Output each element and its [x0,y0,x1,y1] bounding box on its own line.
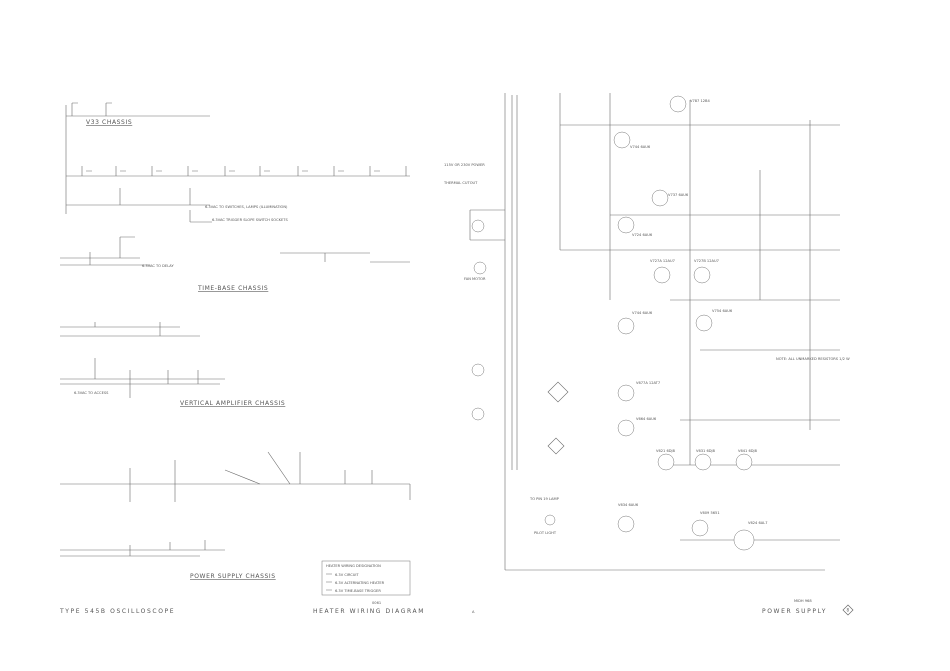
note-pin19: TO PIN 19 LAMP [529,497,560,501]
chassis-title-v33: V33 CHASSIS [86,119,132,126]
tube-label-v737: V737 6AU6 [668,193,689,197]
power-supply-chassis-section: POWER SUPPLY CHASSIS [60,451,411,580]
note-pilot-light: PILOT LIGHT [534,531,557,535]
tube-v621 [657,453,675,471]
tube-v787 [669,95,687,113]
tube-labels: V787 12B4 V744 6AU6 V737 6AU6 V724 6AU6 … [618,99,768,525]
tube-v631 [694,453,712,471]
tube-label-v641: V641 6DJ8 [738,449,758,453]
vertical-amplifier-chassis-section: VERTICAL AMPLIFIER CHASSIS 6.3VAC TO ACC… [60,322,285,407]
tube-v677a [617,384,635,402]
sheet-footer: TYPE 545B OSCILLOSCOPE 0061 HEATER WIRIN… [59,599,854,616]
tube-label-v631: V631 6DJ8 [696,449,716,453]
tube-label-v634: V634 6AU6 [618,503,639,507]
footer-page-mark: A [472,610,475,614]
tube-label-v787: V787 12B4 [690,99,710,103]
tube-v724 [617,216,635,234]
tube-v744 [613,131,631,149]
tube-v624 [733,529,755,551]
v33-chassis-section: V33 CHASSIS 6.3VAC TO SWITCHES, LAMPS (I… [65,102,410,223]
legend-item-2: 6.3V ALTERNATING HEATER [335,581,385,585]
tube-label-v744b: V744 6AU6 [632,311,653,315]
pilot-light-lamp [544,514,556,526]
heater-legend: HEATER WIRING DESIGNATION 6.3V CIRCUIT 6… [321,560,411,596]
tube-v664 [617,419,635,437]
tube-label-v609: V609 5651 [700,511,720,515]
tube-label-v677a: V677A 12AT7 [636,381,660,385]
note-access: 6.3VAC TO ACCESS [74,391,109,395]
chassis-title-vertical-amplifier: VERTICAL AMPLIFIER CHASSIS [180,400,285,407]
tube-label-v624: V624 6AL7 [748,521,768,525]
tube-label-v724: V724 6AU6 [632,233,653,237]
tube-label-v744: V744 6AU6 [630,145,651,149]
heater-wiring-diagram: V33 CHASSIS 6.3VAC TO SWITCHES, LAMPS (I… [60,102,411,596]
footer-diagram-title: HEATER WIRING DIAGRAM [313,608,425,615]
footer-code: 0061 [372,601,381,605]
power-supply-schematic: V787 12B4 V744 6AU6 V737 6AU6 V724 6AU6 … [443,93,850,571]
note-fan-motor: FAN MOTOR [464,277,486,281]
tube-v737 [651,189,669,207]
footer-power-supply-title: POWER SUPPLY [762,608,827,615]
note-resistors: NOTE: ALL UNMARKED RESISTORS 1/2 W [776,357,850,361]
tube-label-v754: V754 6AU6 [712,309,733,313]
legend-item-1: 6.3V CIRCUIT [335,573,359,577]
power-transformer [469,95,518,470]
legend-item-3: 6.3V TIME-BASE TRIGGER [335,589,381,593]
legend-title: HEATER WIRING DESIGNATION [326,564,381,568]
chassis-title-power-supply: POWER SUPPLY CHASSIS [190,573,276,580]
note-delay: 6.3VAC TO DELAY [142,264,174,268]
note-lamps: 6.3VAC TO SWITCHES, LAMPS (ILLUMINATION) [205,205,288,209]
footer-badge-diamond: 8 [842,604,854,616]
tube-label-v664: V664 6AU6 [636,417,657,421]
note-thermal-cutout: THERMAL CUTOUT [443,181,478,185]
note-power: 115V OR 230V POWER [444,163,485,167]
tube-v744b [617,317,635,335]
tube-label-v727b: V727B 12AU7 [694,259,719,263]
tube-label-v621: V621 6DJ8 [656,449,676,453]
footer-instrument: TYPE 545B OSCILLOSCOPE [59,608,175,615]
tube-v634 [617,515,635,533]
tube-symbols [544,95,755,551]
tube-v754 [695,314,713,332]
note-slope: 6.3VAC TRIGGER SLOPE SWITCH SOCKETS [212,218,288,222]
footer-date-code: MIDH 968 [794,599,812,603]
tube-v609 [691,519,709,537]
tube-heater-row [81,166,407,176]
tube-v641 [735,453,753,471]
tube-label-v727a: V727A 12AU7 [650,259,675,263]
tube-v727b [693,266,711,284]
time-base-chassis-section: TIME-BASE CHASSIS 6.3VAC TO DELAY [60,236,410,292]
footer-badge-number: 8 [847,608,850,613]
tube-v727a [653,266,671,284]
chassis-title-time-base: TIME-BASE CHASSIS [197,285,268,292]
